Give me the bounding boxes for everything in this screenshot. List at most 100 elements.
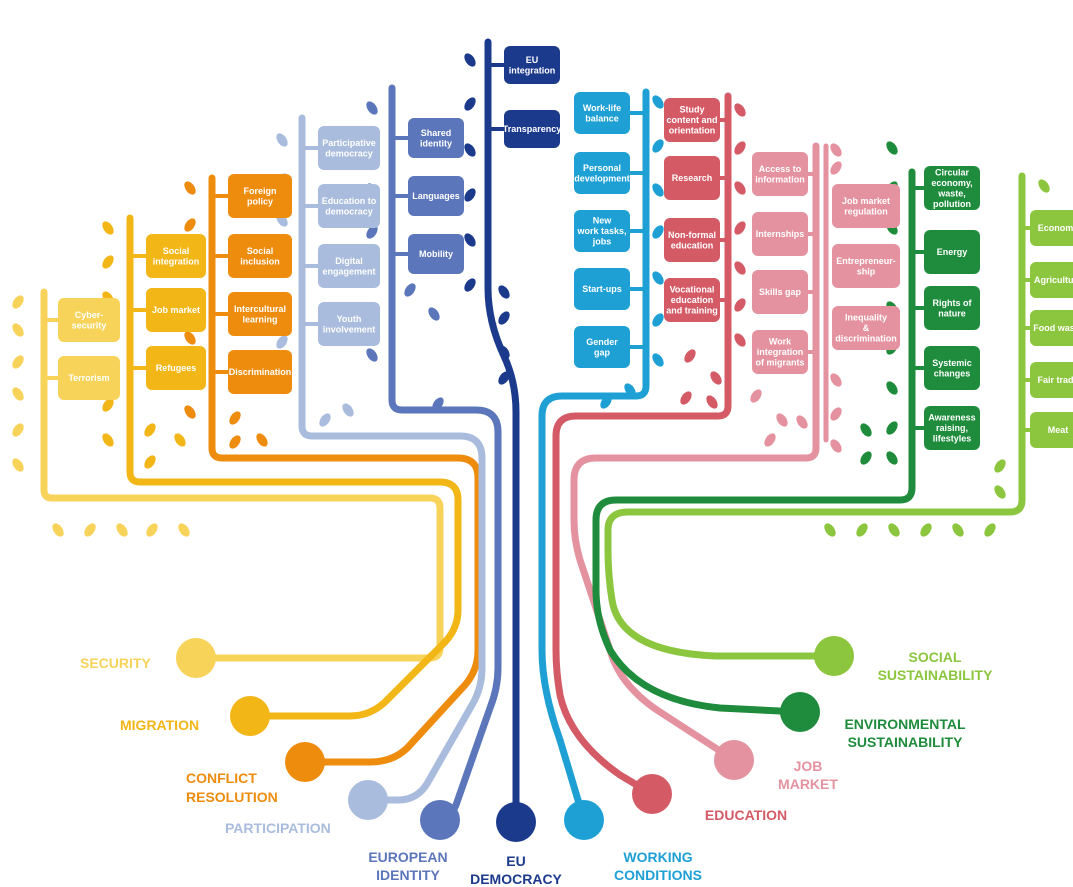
- leaf-mark: [498, 311, 510, 325]
- leaf-mark: [830, 407, 842, 421]
- leaf-mark: [1038, 179, 1050, 193]
- leaf-mark: [994, 485, 1006, 499]
- topic-label: Meat: [1048, 425, 1069, 435]
- root-label-eu-democracy: DEMOCRACY: [470, 871, 562, 887]
- topic-box: Inequality&discrimination: [832, 306, 900, 350]
- root-node-conflict-resolution: [285, 742, 325, 782]
- topic-box-bg: [664, 156, 720, 200]
- branch-line-job-market: [570, 142, 820, 764]
- leaf-mark: [764, 433, 776, 447]
- topic-label: Internships: [756, 229, 805, 239]
- branch-line-migration: [126, 214, 462, 720]
- topic-box-bg: [1030, 362, 1073, 398]
- branches-layer: [40, 38, 1030, 826]
- leaf-mark: [796, 415, 808, 429]
- leaf-mark: [464, 53, 476, 67]
- topic-label: Participative: [322, 138, 376, 148]
- topic-label: gap: [594, 347, 611, 357]
- topic-label: Non-formal: [668, 230, 716, 240]
- topic-label: Transparency: [503, 124, 562, 134]
- topic-label: Foreign: [244, 186, 277, 196]
- topic-box-bg: [832, 306, 900, 350]
- topic-box: Discrimination: [228, 350, 292, 394]
- topic-box-bg: [146, 288, 206, 332]
- leaf-mark: [886, 421, 898, 435]
- topic-box-bg: [228, 234, 292, 278]
- root-node-security: [176, 638, 216, 678]
- topic-label: Intercultural: [234, 304, 286, 314]
- topic-box-bg: [924, 346, 980, 390]
- leaf-mark: [652, 95, 664, 109]
- leaf-mark: [102, 221, 114, 235]
- topic-label: Circular: [935, 167, 970, 177]
- branch-line-environmental-sustainability: [592, 168, 916, 716]
- topic-label: EU: [526, 55, 539, 65]
- topic-label: policy: [247, 196, 273, 206]
- leaf-mark: [256, 433, 268, 447]
- leaf-mark: [824, 523, 836, 537]
- root-node-education: [632, 774, 672, 814]
- leaf-mark: [886, 451, 898, 465]
- leaf-mark: [734, 181, 746, 195]
- topic-box: Transparency: [503, 110, 562, 148]
- topic-box: Agriculture: [1030, 262, 1073, 298]
- topic-label: Study: [679, 105, 704, 115]
- topic-label: Youth: [337, 314, 362, 324]
- leaf-mark: [144, 455, 156, 469]
- leaf-mark: [276, 133, 288, 147]
- topic-label: content and: [667, 115, 718, 125]
- branch-line-eu-democracy: [484, 38, 520, 826]
- topic-label: education: [671, 295, 714, 305]
- topic-label: lifestyles: [933, 434, 972, 444]
- leaf-mark: [994, 459, 1006, 473]
- topic-box: Refugees: [146, 346, 206, 390]
- topic-box-bg: [574, 268, 630, 310]
- topic-label: Social: [247, 246, 274, 256]
- topic-box: Languages: [408, 176, 464, 216]
- root-label-conflict-resolution: CONFLICT: [186, 770, 257, 786]
- branch-line-participation: [298, 114, 486, 804]
- leaf-mark: [229, 411, 241, 425]
- topic-label: integration: [153, 256, 200, 266]
- leaf-mark: [684, 349, 696, 363]
- topic-label: integration: [509, 65, 556, 75]
- topic-box-bg: [146, 234, 206, 278]
- topic-label: economy,: [931, 178, 972, 188]
- leaf-mark: [830, 161, 842, 175]
- leaf-mark: [652, 271, 664, 285]
- topic-label: Terrorism: [68, 373, 109, 383]
- topic-label: changes: [934, 368, 971, 378]
- leaf-mark: [734, 141, 746, 155]
- topic-boxes-layer: Cyber-securityTerrorismSocialintegration…: [58, 46, 1073, 450]
- leaf-mark: [652, 313, 664, 327]
- root-label-participation: PARTICIPATION: [225, 820, 331, 836]
- topic-label: jobs: [592, 237, 612, 247]
- topic-label: Languages: [412, 191, 460, 201]
- leaf-mark: [464, 278, 476, 292]
- root-node-european-identity: [420, 800, 460, 840]
- root-label-social-sustainability: SUSTAINABILITY: [878, 667, 994, 683]
- topic-box: Economy: [1030, 210, 1073, 246]
- topic-box-bg: [146, 346, 206, 390]
- root-label-social-sustainability: SOCIAL: [909, 649, 962, 665]
- topic-label: development: [574, 173, 630, 183]
- topic-label: Entrepreneur-: [836, 256, 896, 266]
- root-label-environmental-sustainability: SUSTAINABILITY: [848, 734, 964, 750]
- topic-box-bg: [924, 406, 980, 450]
- leaf-mark: [184, 405, 196, 419]
- topic-label: Start-ups: [582, 284, 622, 294]
- topic-label: education: [671, 240, 714, 250]
- leaf-mark: [146, 523, 158, 537]
- leaf-mark: [498, 371, 510, 385]
- topic-box-bg: [408, 234, 464, 274]
- topic-label: pollution: [933, 199, 971, 209]
- root-node-environmental-sustainability: [780, 692, 820, 732]
- root-label-european-identity: EUROPEAN: [368, 849, 447, 865]
